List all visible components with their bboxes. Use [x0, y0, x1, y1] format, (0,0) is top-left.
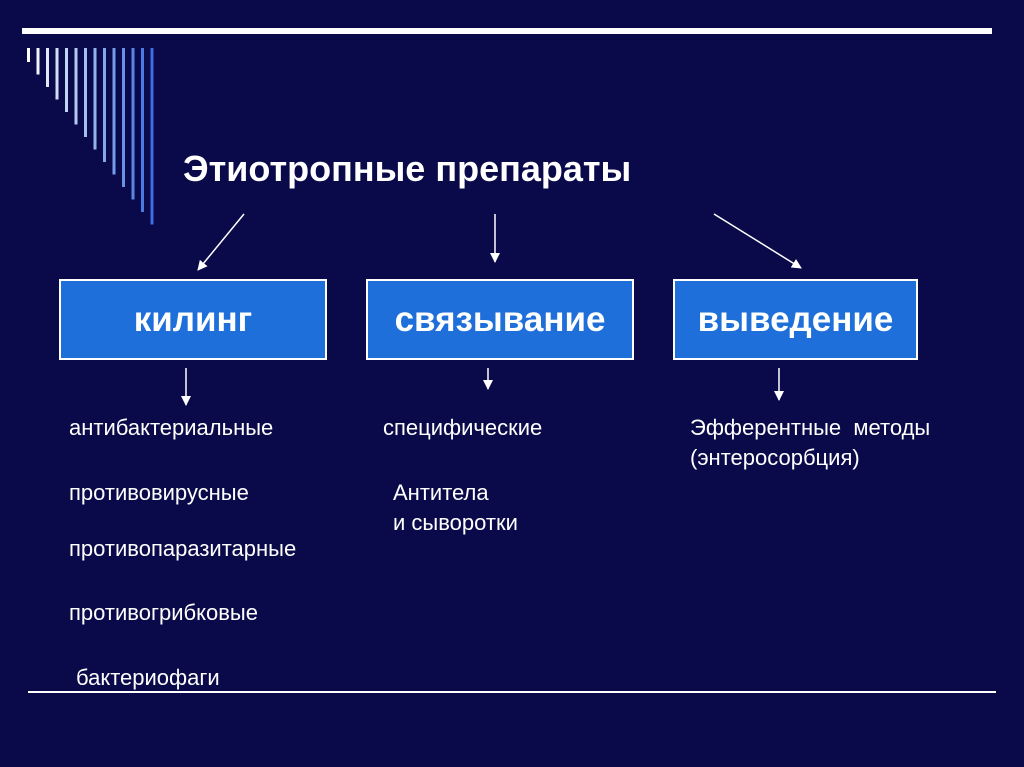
removal-item-enterosorption: (энтеросорбция) — [690, 445, 860, 470]
killing-item-antiviral: противовирусные — [69, 480, 249, 505]
decorative-stripe — [150, 48, 154, 225]
decorative-stripe — [55, 48, 59, 100]
decorative-stripe — [131, 48, 135, 200]
bottom-rule — [28, 691, 996, 693]
decorative-stripe — [84, 48, 87, 137]
box-removal: выведение — [673, 279, 918, 360]
binding-item-specific: специфические — [383, 415, 543, 440]
decorative-stripe — [74, 48, 78, 125]
top-rule — [22, 28, 992, 34]
decorative-stripe — [112, 48, 116, 175]
killing-item-antiparasitic: противопаразитарные — [69, 536, 297, 561]
slide-title: Этиотропные препараты — [183, 148, 632, 189]
binding-item-sera: и сыворотки — [393, 510, 518, 535]
decorative-stripe — [36, 48, 40, 75]
binding-item-antibodies: Антитела — [393, 480, 489, 505]
decorative-stripe — [27, 48, 30, 62]
decorative-stripe — [103, 48, 106, 162]
decorative-stripe — [93, 48, 97, 150]
arrow-to-removal — [713, 213, 802, 269]
box-binding: связывание — [366, 279, 634, 360]
removal-item-efferent: Эфферентные методы — [690, 415, 931, 440]
box-killing: килинг — [59, 279, 327, 360]
decorative-stripe — [46, 48, 49, 87]
arrow-to-killing — [197, 213, 245, 271]
killing-item-bacteriophages: бактериофаги — [76, 665, 220, 690]
decorative-stripe — [122, 48, 125, 187]
killing-item-antibacterial: антибактериальные — [69, 415, 274, 440]
killing-item-antifungal: противогрибковые — [69, 600, 258, 625]
decorative-stripe — [141, 48, 144, 212]
decorative-stripe — [65, 48, 68, 112]
